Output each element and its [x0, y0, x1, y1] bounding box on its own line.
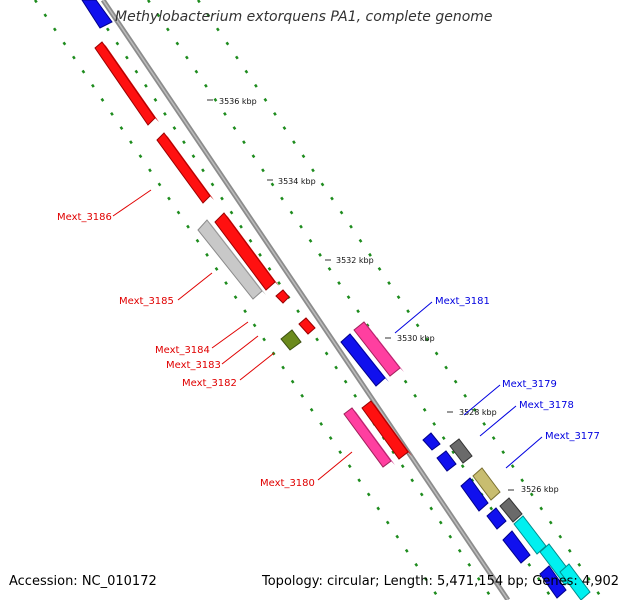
tick-label: 3530 kbp: [397, 334, 435, 343]
gene-arrow[interactable]: [539, 565, 567, 599]
gene-arrow[interactable]: [280, 329, 302, 351]
label-leader-lines: [112, 189, 543, 481]
genome-summary-text: Topology: circular; Length: 5,471,154 bp…: [262, 574, 619, 589]
forward-strand-genes: [340, 321, 591, 600]
tick-labels: 3536 kbp 3534 kbp 3532 kbp 3530 kbp 3528…: [219, 97, 559, 494]
gene-arrow[interactable]: [298, 317, 316, 335]
gene-arrow[interactable]: [559, 563, 591, 600]
reverse-strand-genes: [81, 0, 412, 468]
tick-label: 3528 kbp: [459, 408, 497, 417]
gene-arrow[interactable]: [94, 41, 156, 126]
gene-arrow[interactable]: [472, 467, 501, 501]
tick-label: 3534 kbp: [278, 177, 316, 186]
gene-label-mext-3182[interactable]: Mext_3182: [182, 378, 237, 389]
genome-backbone: [100, 0, 511, 600]
gene-label-mext-3185[interactable]: Mext_3185: [119, 296, 174, 307]
gene-label-mext-3181[interactable]: Mext_3181: [435, 296, 490, 307]
gene-arrow[interactable]: [436, 450, 457, 472]
gene-label-mext-3178[interactable]: Mext_3178: [519, 400, 574, 411]
tick-marks: [207, 99, 514, 491]
accession-text: Accession: NC_010172: [9, 574, 157, 589]
gene-labels-reverse: Mext_3186 Mext_3185 Mext_3184 Mext_3183 …: [57, 212, 315, 489]
tick-label: 3526 kbp: [521, 485, 559, 494]
gene-label-mext-3180[interactable]: Mext_3180: [260, 478, 315, 489]
gene-labels-forward: Mext_3181 Mext_3179 Mext_3178 Mext_3177: [435, 296, 600, 442]
gene-label-mext-3183[interactable]: Mext_3183: [166, 360, 221, 371]
track-guides: [33, 0, 605, 600]
gene-label-mext-3179[interactable]: Mext_3179: [502, 379, 557, 390]
gene-label-mext-3177[interactable]: Mext_3177: [545, 431, 600, 442]
gene-label-mext-3186[interactable]: Mext_3186: [57, 212, 112, 223]
genome-map-view: 3536 kbp 3534 kbp 3532 kbp 3530 kbp 3528…: [9, 0, 619, 600]
gene-arrow[interactable]: [422, 432, 441, 451]
gene-arrow[interactable]: [460, 477, 489, 512]
gene-arrow[interactable]: [275, 289, 290, 304]
tick-label: 3536 kbp: [219, 97, 257, 106]
gene-label-mext-3184[interactable]: Mext_3184: [155, 345, 210, 356]
genome-map: 3536 kbp 3534 kbp 3532 kbp 3530 kbp 3528…: [33, 0, 605, 600]
gene-arrow[interactable]: [449, 438, 473, 464]
gene-arrow[interactable]: [502, 530, 531, 564]
gene-arrow[interactable]: [81, 0, 113, 29]
gene-arrow[interactable]: [486, 507, 507, 530]
tick-label: 3532 kbp: [336, 256, 374, 265]
genome-title: Methylobacterium extorquens PA1, complet…: [115, 9, 493, 25]
gene-arrow[interactable]: [499, 497, 523, 523]
